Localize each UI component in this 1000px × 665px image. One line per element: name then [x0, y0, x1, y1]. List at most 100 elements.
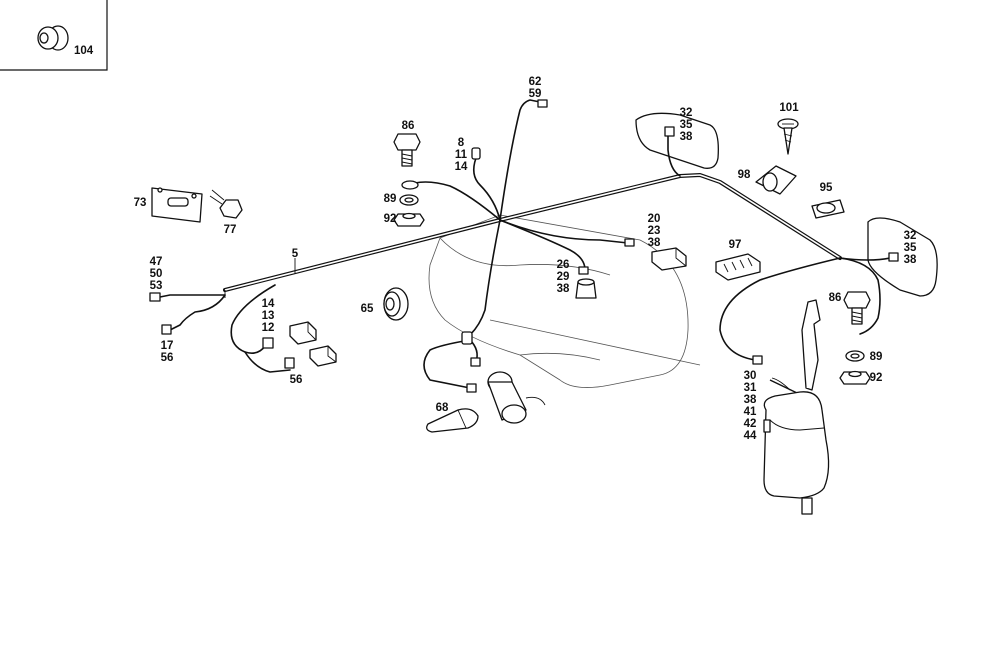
- bolt-86-icon: [393, 133, 421, 167]
- callout-65: 65: [361, 303, 374, 315]
- callout-number: 86: [829, 292, 842, 304]
- callout-89: 89: [384, 193, 397, 205]
- switch-20-icon: [651, 247, 687, 271]
- nut-92b-icon: [839, 370, 871, 385]
- callout-number: 92: [384, 213, 397, 225]
- callout-number: 95: [820, 182, 833, 194]
- boot-68-icon: [426, 408, 479, 433]
- callout-89: 89: [870, 351, 883, 363]
- washer-89-icon: [399, 194, 419, 206]
- callout-92: 92: [384, 213, 397, 225]
- callout-number: 97: [729, 239, 742, 251]
- inset-box: 104: [0, 0, 108, 71]
- clip-98-icon: [755, 165, 797, 195]
- connector-8: [471, 147, 481, 160]
- relay-12-icon: [289, 321, 317, 345]
- plug-26-icon: [575, 278, 597, 299]
- connector-32b: [888, 252, 899, 262]
- callout-number: 35: [904, 242, 917, 254]
- callout-number: 44: [744, 430, 757, 442]
- callout-number: 56: [161, 352, 174, 364]
- wire-connectors: [149, 99, 899, 393]
- callout-number: 38: [557, 283, 570, 295]
- callout-number: 38: [904, 254, 917, 266]
- connector-12: [262, 337, 274, 349]
- callout-number: 65: [361, 303, 374, 315]
- callout-95: 95: [820, 182, 833, 194]
- callout-number: 26: [557, 259, 570, 271]
- callout-number: 32: [904, 230, 917, 242]
- callout-97: 97: [729, 239, 742, 251]
- callout-number: 73: [134, 197, 147, 209]
- cap-65-icon: [383, 287, 409, 321]
- connector-20: [624, 238, 635, 247]
- grommet-95-icon: [811, 199, 845, 219]
- callout-98: 98: [738, 169, 751, 181]
- callout-number: 11: [455, 149, 468, 161]
- callout-77: 77: [224, 224, 237, 236]
- callout-number: 59: [529, 88, 542, 100]
- callout-number: 38: [648, 237, 661, 249]
- screw-101-icon: [777, 118, 799, 155]
- callout-number: 32: [680, 107, 693, 119]
- callout-number: 38: [680, 131, 693, 143]
- washer-89b-icon: [845, 350, 865, 362]
- callout-5: 5: [292, 248, 299, 260]
- callout-number: 101: [779, 102, 799, 114]
- connector-47: [149, 292, 161, 302]
- callout-number: 38: [744, 394, 757, 406]
- connector-26: [578, 266, 589, 275]
- inset-label: 104: [74, 45, 94, 57]
- callout-number: 86: [402, 120, 415, 132]
- callout-number: 8: [458, 137, 465, 149]
- lamp-shroud-top-icon: [635, 112, 719, 169]
- callout-number: 14: [262, 298, 275, 310]
- callout-number: 12: [262, 322, 275, 334]
- connector-32a: [664, 126, 675, 137]
- grommet-part-icon: [37, 25, 69, 51]
- callout-number: 41: [744, 406, 757, 418]
- callout-86: 86: [402, 120, 415, 132]
- callout-number: 23: [648, 225, 661, 237]
- pump-motor-icon: [487, 371, 546, 424]
- nut-92-icon: [393, 212, 425, 227]
- callout-number: 98: [738, 169, 751, 181]
- callout-56: 56: [290, 374, 303, 386]
- callout-number: 77: [224, 224, 237, 236]
- callout-number: 30: [744, 370, 757, 382]
- connector-17: [161, 324, 172, 335]
- callout-68: 68: [436, 402, 449, 414]
- connector-56: [284, 357, 295, 369]
- callout-73: 73: [134, 197, 147, 209]
- callout-number: 89: [384, 193, 397, 205]
- callout-number: 92: [870, 372, 883, 384]
- callout-number: 47: [150, 256, 163, 268]
- callout-number: 13: [262, 310, 275, 322]
- lamp-shroud-right-icon: [867, 217, 938, 297]
- bolt-86b-icon: [843, 291, 871, 325]
- callout-number: 89: [870, 351, 883, 363]
- callout-number: 68: [436, 402, 449, 414]
- callout-number: 56: [290, 374, 303, 386]
- callout-layer: 6259868111489927377547505314131217565665…: [134, 76, 917, 442]
- callout-number: 35: [680, 119, 693, 131]
- connector-62: [537, 99, 548, 108]
- callout-number: 29: [557, 271, 570, 283]
- callout-number: 62: [529, 76, 542, 88]
- callout-101: 101: [779, 102, 799, 114]
- callout-number: 17: [161, 340, 174, 352]
- callout-number: 50: [150, 268, 163, 280]
- lug-89-icon: [401, 180, 419, 190]
- washer-reservoir-icon: [763, 299, 830, 515]
- connector-30: [752, 355, 763, 365]
